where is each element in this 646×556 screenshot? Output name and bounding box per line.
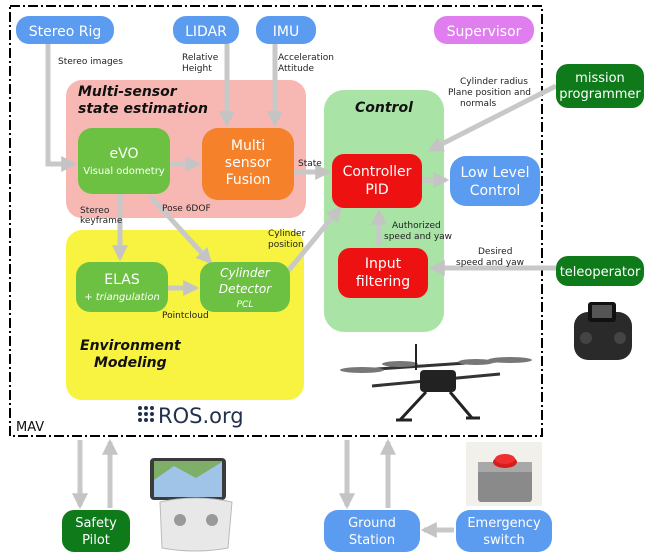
arrow-mission-controller xyxy=(427,83,558,153)
svg-text:Visual odometry: Visual odometry xyxy=(83,166,165,177)
control-title: Control xyxy=(355,100,413,116)
drone-image xyxy=(340,344,532,422)
tablet-controller-image xyxy=(150,458,233,552)
svg-text:switch: switch xyxy=(483,533,525,548)
svg-text:Ground: Ground xyxy=(348,516,396,531)
svg-text:IMU: IMU xyxy=(273,24,299,40)
svg-text:Supervisor: Supervisor xyxy=(447,24,522,40)
svg-text:Stereo Rig: Stereo Rig xyxy=(29,24,102,40)
arrow-stereo-evo xyxy=(45,44,78,173)
label-desired-speed: speed and yaw xyxy=(456,258,524,268)
svg-text:programmer: programmer xyxy=(559,87,641,102)
svg-text:Fusion: Fusion xyxy=(226,172,271,188)
label-plane-pos: Plane position and xyxy=(448,88,531,98)
label-relative: Relative xyxy=(182,53,219,63)
label-height: Height xyxy=(182,64,212,74)
node-evo: eVO Visual odometry xyxy=(78,128,170,194)
svg-text:teleoperator: teleoperator xyxy=(560,265,641,280)
svg-text:+ triangulation: + triangulation xyxy=(84,292,160,303)
arrow-cylinder-controller xyxy=(282,205,343,278)
svg-text:sensor: sensor xyxy=(225,155,272,171)
label-keyframe: keyframe xyxy=(80,216,123,226)
svg-text:Emergency: Emergency xyxy=(467,516,541,531)
node-cylinder-detector: Cylinder Detector PCL xyxy=(200,262,290,312)
label-acceleration: Acceleration xyxy=(278,53,334,63)
svg-text:Pilot: Pilot xyxy=(82,533,110,548)
node-mission-programmer: mission programmer xyxy=(556,64,644,108)
svg-text:Control: Control xyxy=(470,183,521,199)
environment-title-2: Modeling xyxy=(94,355,167,371)
emergency-button-image xyxy=(466,442,542,506)
state-estimation-title-1: Multi-sensor xyxy=(78,84,178,100)
node-elas: ELAS + triangulation xyxy=(76,262,168,312)
label-normals: normals xyxy=(460,99,497,109)
ros-logo-text: ROS.org xyxy=(158,404,244,428)
node-lidar: LIDAR xyxy=(173,16,239,44)
label-cyl-radius: Cylinder radius xyxy=(460,77,528,87)
node-safety-pilot: Safety Pilot xyxy=(62,510,130,552)
node-low-level-control: Low Level Control xyxy=(450,156,540,206)
node-imu: IMU xyxy=(256,16,316,44)
svg-text:Input: Input xyxy=(365,256,402,272)
svg-text:Controller: Controller xyxy=(343,164,412,180)
state-estimation-title-2: state estimation xyxy=(78,101,208,117)
node-input-filtering: Input filtering xyxy=(338,248,428,298)
svg-text:ELAS: ELAS xyxy=(104,272,140,288)
label-desired: Desired xyxy=(478,247,512,257)
label-state: State xyxy=(298,159,322,169)
ros-logo: ROS.org xyxy=(138,404,244,428)
node-teleoperator: teleoperator xyxy=(556,256,644,286)
label-pose: Pose 6DOF xyxy=(162,204,211,214)
svg-text:PID: PID xyxy=(365,182,388,198)
arrow-evo-cylinder xyxy=(148,194,213,265)
svg-text:eVO: eVO xyxy=(110,146,139,162)
node-supervisor: Supervisor xyxy=(434,16,534,44)
environment-title-1: Environment xyxy=(80,338,182,354)
svg-text:Multi: Multi xyxy=(231,138,265,154)
svg-text:Cylinder: Cylinder xyxy=(220,266,271,280)
svg-text:Detector: Detector xyxy=(219,282,272,296)
svg-text:LIDAR: LIDAR xyxy=(185,24,227,40)
node-emergency-switch: Emergency switch xyxy=(456,510,552,552)
node-ground-station: Ground Station xyxy=(324,510,420,552)
node-controller: Controller PID xyxy=(332,154,422,208)
joystick-image xyxy=(574,302,632,360)
label-position: position xyxy=(268,240,304,250)
label-attitude: Attitude xyxy=(278,64,315,74)
label-stereo: Stereo xyxy=(80,206,110,216)
svg-text:Low Level: Low Level xyxy=(461,165,530,181)
label-cylinder: Cylinder xyxy=(268,229,306,239)
svg-text:filtering: filtering xyxy=(356,274,410,290)
svg-text:Station: Station xyxy=(349,533,395,548)
label-pointcloud: Pointcloud xyxy=(162,311,209,321)
svg-text:mission: mission xyxy=(575,71,625,86)
label-authorized: Authorized xyxy=(392,221,441,231)
svg-text:PCL: PCL xyxy=(237,300,254,310)
label-stereo-images: Stereo images xyxy=(58,57,123,67)
label-authorized-speed: speed and yaw xyxy=(384,232,452,242)
node-stereo-rig: Stereo Rig xyxy=(16,16,114,44)
mav-boundary xyxy=(9,5,543,437)
mav-label: MAV xyxy=(16,420,44,435)
svg-text:Safety: Safety xyxy=(75,516,117,531)
node-fusion: Multi sensor Fusion xyxy=(202,128,294,200)
